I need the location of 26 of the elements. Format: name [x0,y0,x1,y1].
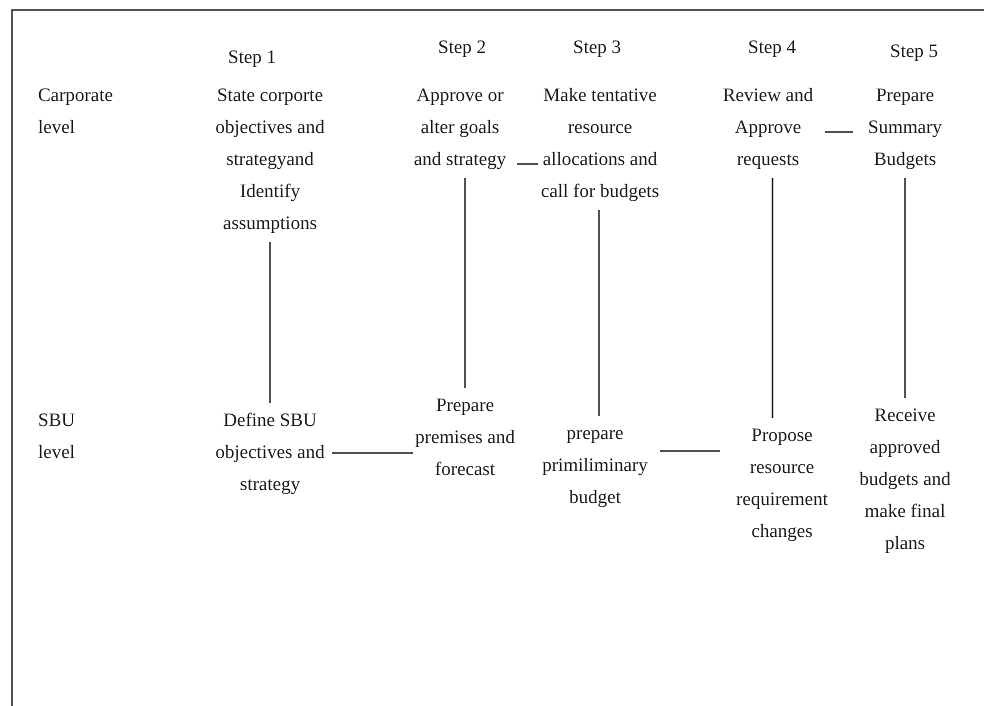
step-text: Define SBU objectives and strategy [210,405,330,501]
connector-line [269,242,271,403]
connector-line [825,131,853,133]
connector-line [517,163,538,165]
level-label: SBU level [38,409,76,465]
connector-line [772,178,774,418]
connector-line [904,178,906,398]
step-text: Prepare premises and forecast [415,390,515,486]
step-heading: Step 2 [438,36,486,60]
step-text: prepare primiliminary budget [532,418,658,514]
step-text: Review and Approve requests [713,80,823,176]
step-text: State corporte objectives and strategyand Identify assumptions [205,80,335,240]
step-text: Make tentative resource allocations and call for budgets [540,80,660,208]
connector-line [464,178,466,388]
step-text: Prepare Summary Budgets [855,80,955,176]
step-text: Propose resource requirement changes [722,420,842,548]
connector-line [598,210,600,416]
step-text: Approve or alter goals and strategy [405,80,515,176]
step-heading: Step 5 [890,40,938,64]
step-heading: Step 1 [228,46,276,70]
step-text: Receive approved budgets and make final plans [850,400,960,560]
connector-line [332,452,413,454]
connector-line [660,450,720,452]
step-heading: Step 3 [573,36,622,60]
step-heading: Step 4 [748,36,796,60]
level-label: Carporate level [38,84,114,140]
